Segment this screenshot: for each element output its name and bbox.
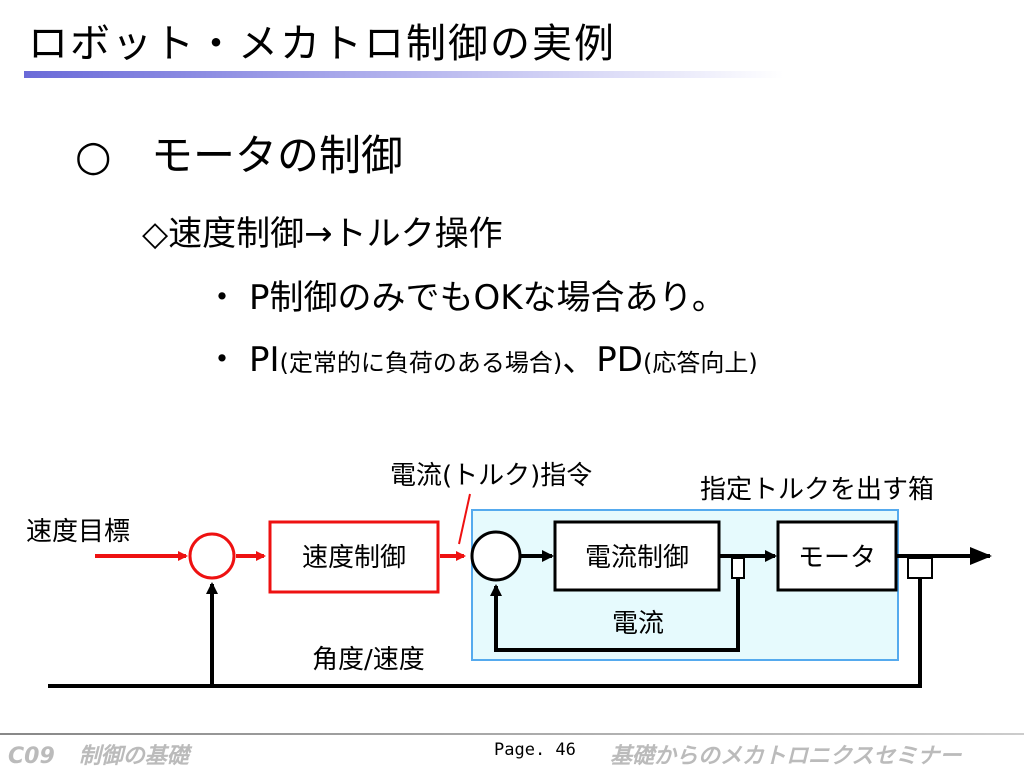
slide-title: ロボット・メカトロ制御の実例 [28,21,616,67]
speed-control-label: 速度制御 [302,543,406,573]
torque-group-label: 指定トルクを出す箱 [700,475,934,505]
bullet-motor-control: ○ モータの制御 [75,128,403,184]
footer-rule [0,733,1024,735]
summing-junction-1 [188,532,236,580]
dot-bullet: ・ [205,278,239,318]
speed-sensor [907,557,933,579]
current-control-label: 電流制御 [585,543,689,573]
footer-seminar: 基礎からのメカトロニクスセミナー [610,744,962,769]
current-control-block [553,520,721,592]
current-sensor [731,557,745,579]
current-command-leader [458,493,471,545]
circle-bullet-icon: ○ [75,131,112,180]
speed-control-block [268,520,440,594]
footer-left: C09 制御の基礎 [8,738,189,770]
dot-bullet: ・ [205,340,239,380]
separator: 、 [562,340,597,380]
speed-feedback-line [206,578,922,688]
pd-label: PD [596,340,643,380]
angle-speed-label: 角度/速度 [312,645,425,675]
bullet-speed-torque: ◇速度制御→トルク操作 [142,214,503,254]
summing-junction-2 [470,530,522,582]
control-block-diagram: 指定トルクを出す箱 電流(トルク)指令 速度目標 速度制御 電流制御 電流 モー… [26,461,992,688]
footer-code: C09 [8,744,55,769]
bullet-p-control: ・P制御のみでもOKな場合あり。 [205,274,726,322]
pi-note: (定常的に負荷のある場合) [279,349,563,377]
current-feedback-label: 電流 [612,609,664,639]
pd-note: (応答向上) [642,349,758,377]
motor-block [776,520,898,592]
footer-page-number: Page. 46 [494,740,576,760]
footer-topic: 制御の基礎 [78,744,189,769]
current-feedback-line [490,578,740,652]
speed-target-label: 速度目標 [26,517,130,547]
bullet-pi-pd: ・PI(定常的に負荷のある場合)、PD(応答向上) [205,336,758,390]
motor-label: モータ [798,543,876,573]
bullet-motor-control-text: モータの制御 [151,131,404,180]
title-underline [24,71,784,78]
current-command-label: 電流(トルク)指令 [390,461,592,491]
pi-label: PI [249,340,280,380]
bullet-p-control-text: P制御のみでもOKな場合あり。 [249,278,726,318]
